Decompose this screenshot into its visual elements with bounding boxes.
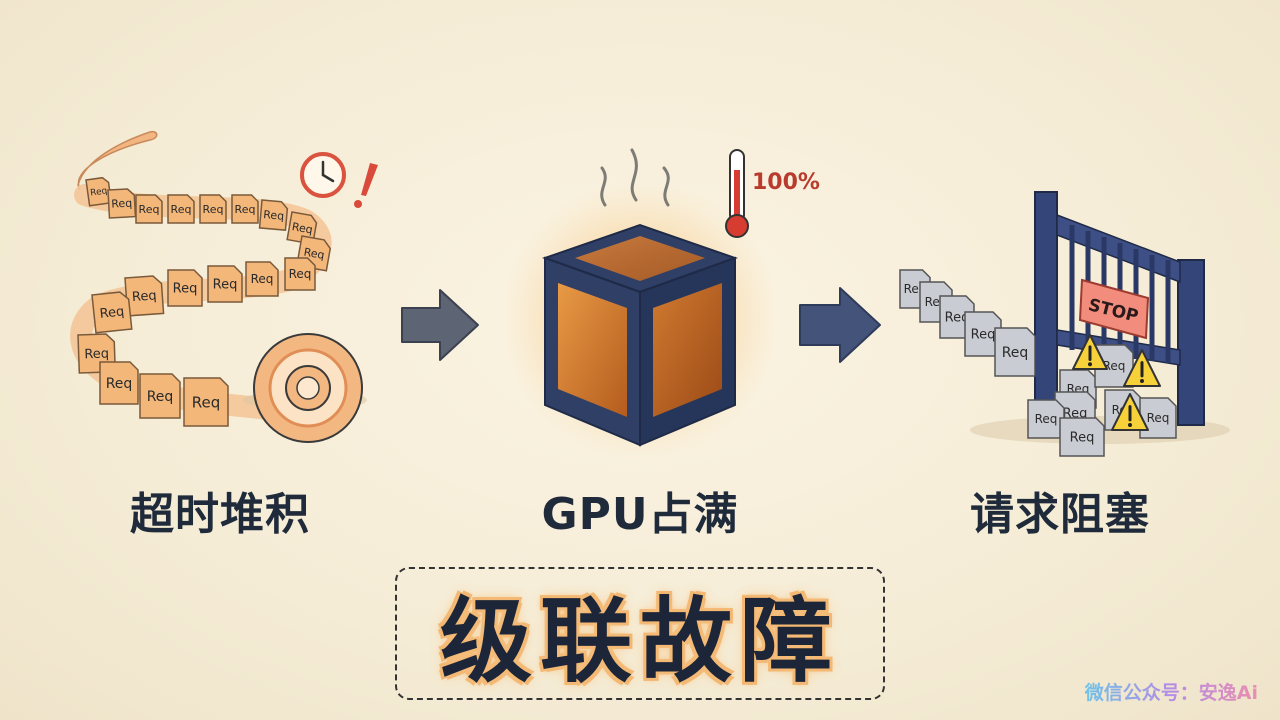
stage-label-blocked: 请求阻塞 — [970, 489, 1150, 540]
watermark: 微信公众号：安逸Ai — [1085, 678, 1258, 705]
blocked-req-card: Req — [1027, 399, 1065, 439]
exclamation-icon — [354, 163, 378, 208]
req-card-text: Req — [945, 311, 970, 326]
req-card-text: Req — [1103, 359, 1126, 373]
req-card: Req — [183, 377, 229, 427]
req-card: Req — [245, 261, 279, 297]
gpu-cube-illustration — [500, 148, 780, 460]
req-card-text: Req — [289, 267, 312, 281]
arrow-right-icon-1 — [401, 289, 479, 361]
req-card-text: Req — [213, 278, 238, 293]
gpu-usage-label: 100% — [752, 170, 820, 195]
req-card-text: Req — [139, 203, 160, 216]
req-card: Req — [135, 194, 163, 224]
req-card-text: Req — [90, 186, 108, 198]
req-card-text: Req — [99, 304, 125, 322]
thermometer-icon — [725, 149, 749, 238]
req-card-text: Req — [1035, 412, 1058, 426]
req-card: Req — [85, 176, 113, 207]
req-card-text: Req — [235, 203, 256, 216]
req-card-text: Req — [111, 197, 133, 211]
req-card: Req — [139, 373, 181, 419]
req-card-text: Req — [1147, 411, 1170, 425]
warning-icon-dot — [1088, 362, 1092, 367]
req-card-text: Req — [303, 246, 326, 262]
page-title: 级联故障 — [439, 588, 840, 695]
req-card: Req — [91, 291, 133, 334]
stage-label-timeout: 超时堆积 — [130, 489, 310, 540]
req-card-text: Req — [971, 328, 996, 343]
req-card: Req — [107, 188, 137, 219]
req-card: Req — [286, 211, 318, 245]
warning-icon-dot — [1128, 422, 1132, 427]
req-card-text: Req — [251, 272, 274, 286]
arrow-right-icon-2 — [799, 287, 881, 363]
req-card: Req — [167, 194, 195, 224]
req-card-text: Req — [1002, 345, 1029, 361]
paper-roll-icon — [243, 333, 367, 443]
req-card-text: Req — [203, 203, 224, 216]
blocked-req-card: Req — [1094, 344, 1134, 388]
req-card: Req — [284, 257, 316, 291]
queue-ribbon-tail — [77, 130, 158, 191]
req-card: Req — [258, 199, 289, 231]
warning-icons — [1072, 334, 1161, 431]
req-card: Req — [124, 275, 165, 317]
req-card-text: Req — [173, 282, 198, 297]
req-card: Req — [207, 265, 243, 303]
blocked-req-card: Req — [1139, 397, 1177, 439]
req-card: Req — [167, 269, 203, 307]
title-box: 级联故障 — [395, 567, 885, 700]
req-card-text: Req — [106, 376, 133, 392]
req-card: Req — [199, 194, 227, 224]
req-card-text: Req — [147, 389, 174, 405]
req-card-text: Req — [291, 220, 314, 236]
blocked-gate-illustration: STOP ReqReqReqReqReqReqReqReqReqReqReqRe… — [899, 191, 1230, 457]
blocked-req-card: Req — [994, 327, 1036, 377]
req-card-text: Req — [171, 203, 192, 216]
heat-wisps-icon — [600, 148, 670, 207]
req-card: Req — [231, 194, 259, 224]
req-card-text: Req — [1070, 431, 1095, 446]
req-card-text: Req — [84, 346, 109, 362]
blocked-req-card: Req — [1059, 417, 1105, 457]
req-card-text: Req — [192, 393, 221, 411]
req-card-text: Req — [263, 208, 285, 223]
stage-label-gpu: GPU占满 — [541, 489, 739, 540]
req-card: Req — [99, 361, 139, 405]
req-card-text: Req — [132, 288, 158, 305]
clock-icon — [300, 152, 346, 198]
warning-icon-dot — [1140, 378, 1144, 383]
stop-sign: STOP — [1078, 278, 1150, 340]
